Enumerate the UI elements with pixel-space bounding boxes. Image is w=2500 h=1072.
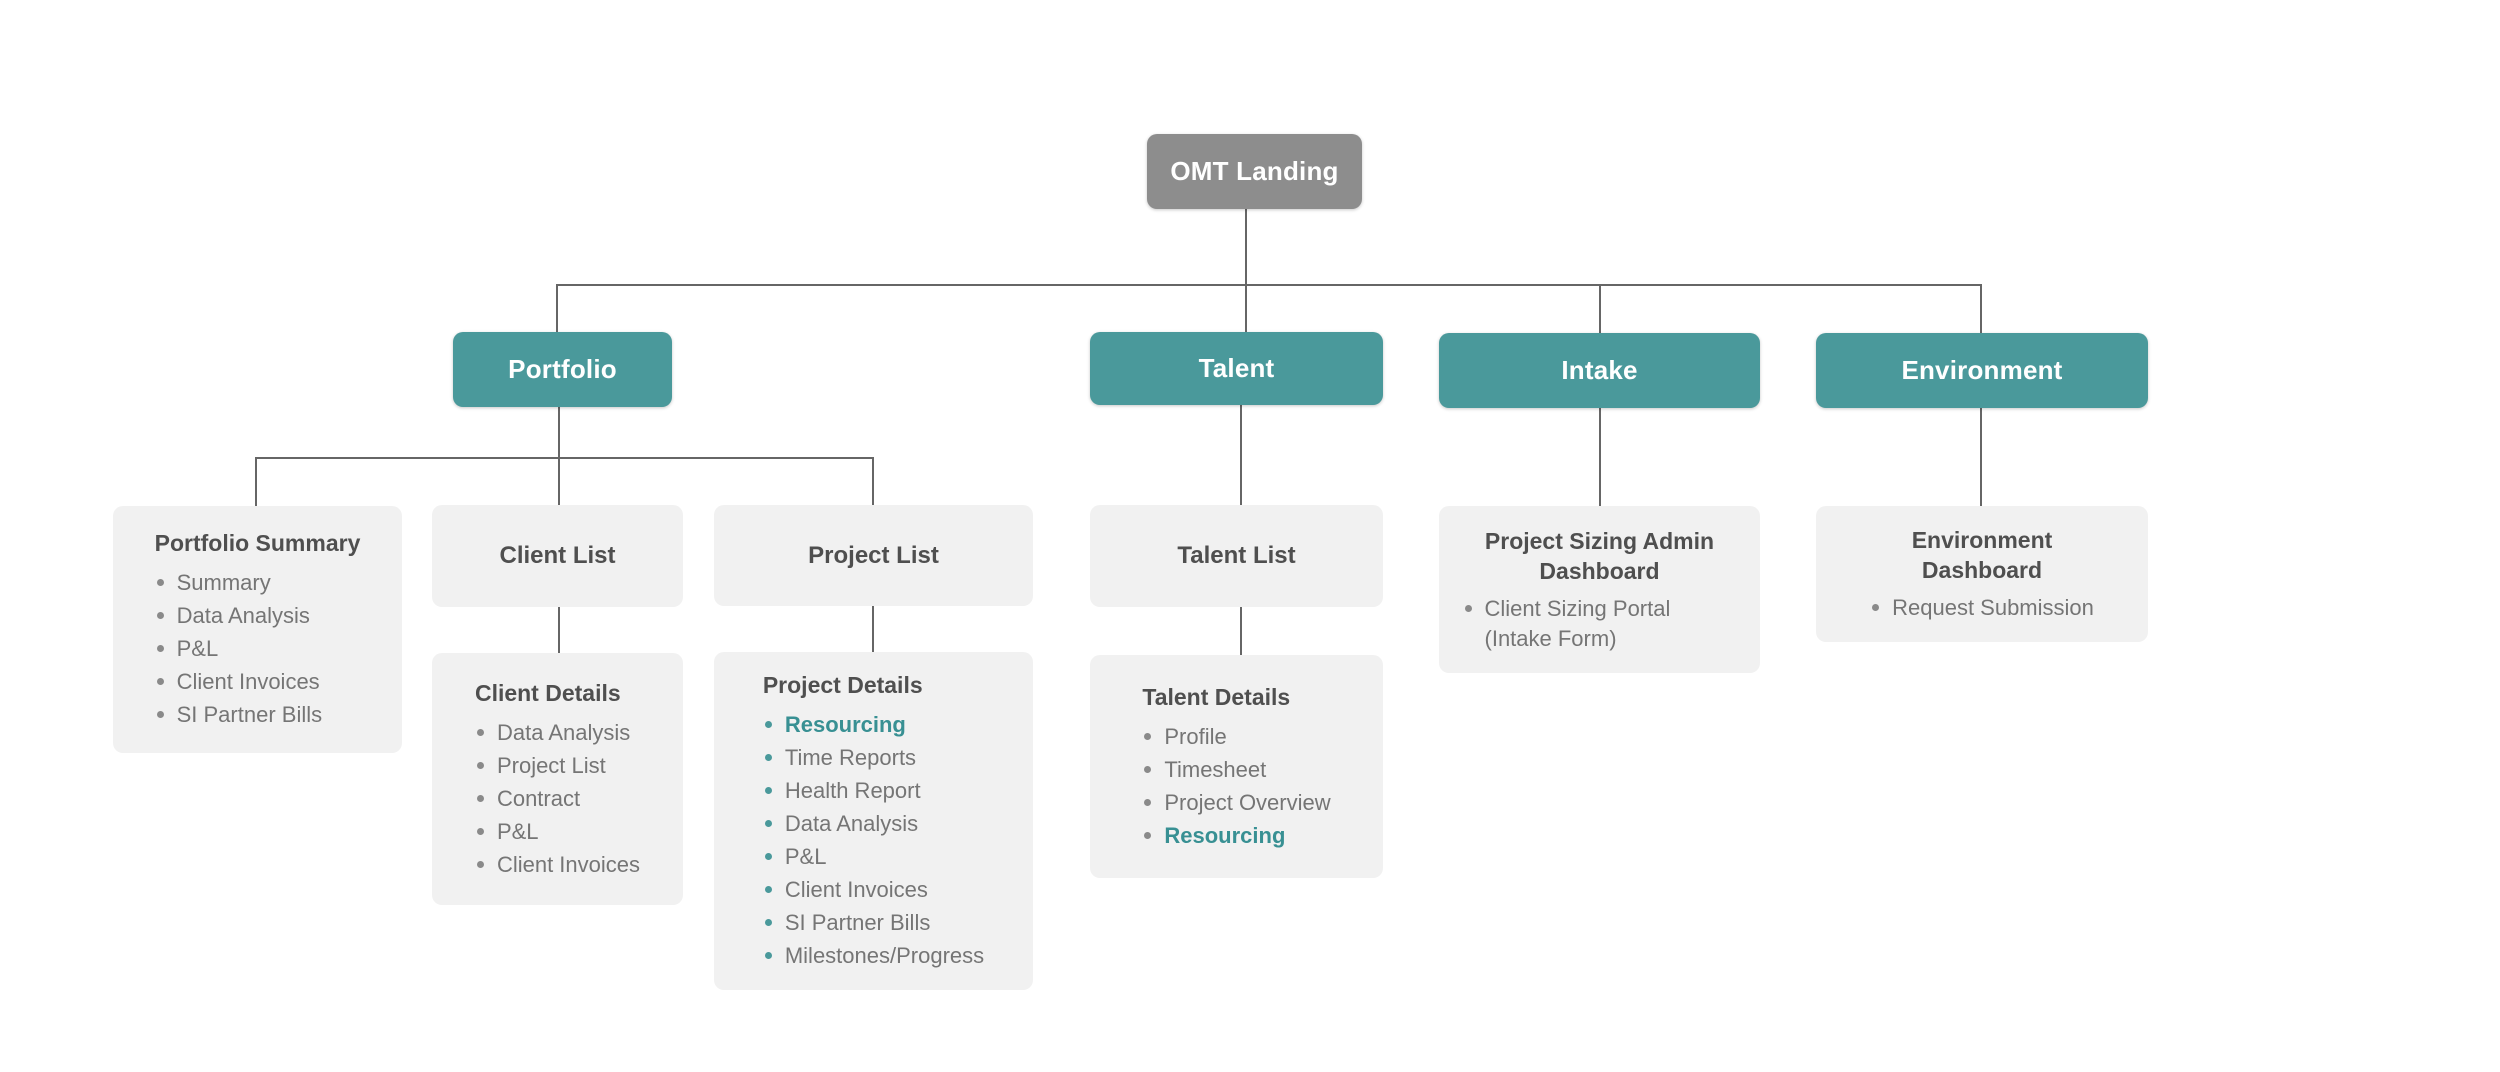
card-project-list: Project List [714,505,1033,606]
list-item: Milestones/Progress [764,939,984,972]
card-title: Environment Dashboard [1911,527,2053,583]
card-item-list: Request Submission [1870,593,2094,623]
list-item: Client Invoices [156,665,361,698]
connector-line [255,457,257,506]
connector-line [255,457,874,459]
connector-line [556,284,1982,286]
node-label: Portfolio [508,354,617,384]
list-item: Client Sizing Portal (Intake Form) [1464,594,1737,654]
connector-line [558,457,560,505]
list-item: Contract [476,782,640,815]
card-title: Talent List [1177,542,1296,569]
node-label: Environment [1901,355,2063,385]
connector-line [1240,405,1242,505]
list-item: Client Invoices [764,873,984,906]
list-item: Profile [1144,720,1330,753]
card-title: Client Details [474,679,621,706]
connector-line [872,457,874,505]
card-title: Talent Details [1142,683,1291,710]
card-project-sizing-admin-dashboard: Project Sizing Admin Dashboard Client Si… [1439,506,1760,673]
connector-line [1980,284,1982,333]
list-item: Data Analysis [764,807,984,840]
list-item: SI Partner Bills [156,698,361,731]
connector-line [1240,607,1242,655]
card-title: Portfolio Summary [154,530,361,556]
card-title: Client List [499,542,616,569]
node-intake: Intake [1439,333,1760,408]
list-item: P&L [156,632,361,665]
list-item-link[interactable]: Resourcing [764,708,984,741]
list-item: Time Reports [764,741,984,774]
node-label: Talent [1198,353,1275,383]
list-item: Client Invoices [476,848,640,881]
list-item: Project Overview [1144,786,1331,819]
connector-line [872,606,874,652]
connector-line [1980,408,1982,506]
list-item: Data Analysis [476,716,640,749]
list-item: Health Report [764,774,984,807]
card-client-list: Client List [432,505,683,607]
list-item: P&L [764,840,984,873]
list-item: P&L [476,815,640,848]
node-label: Intake [1561,355,1638,385]
card-talent-list: Talent List [1090,505,1383,607]
node-portfolio: Portfolio [453,332,672,407]
list-item: Project List [476,749,640,782]
node-label: OMT Landing [1170,156,1339,186]
card-environment-dashboard: Environment Dashboard Request Submission [1816,506,2148,642]
list-item: SI Partner Bills [764,906,984,939]
list-item: Timesheet [1144,753,1330,786]
connector-line [556,284,558,332]
card-item-list: Client Sizing Portal (Intake Form) [1463,594,1737,654]
connector-line [558,607,560,653]
connector-line [1245,209,1247,332]
list-item-link[interactable]: Resourcing [1144,819,1330,852]
list-item: Summary [156,566,361,599]
card-title: Project Details [762,672,923,698]
list-item: Data Analysis [156,599,361,632]
node-omt-landing: OMT Landing [1147,134,1362,209]
connector-line [558,407,560,457]
card-title: Project List [808,541,939,569]
connector-line [1599,408,1601,506]
node-environment: Environment [1816,333,2148,408]
connector-line [1599,284,1601,333]
node-talent: Talent [1090,332,1383,405]
card-title: Project Sizing Admin Dashboard [1484,527,1715,584]
list-item: Request Submission [1872,593,2094,623]
